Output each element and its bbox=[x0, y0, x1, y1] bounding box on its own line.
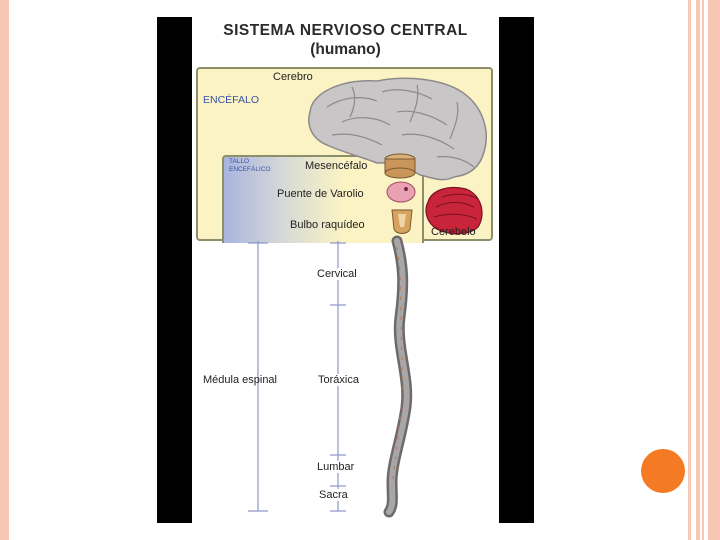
figure-subtitle: (humano) bbox=[310, 41, 381, 58]
cerebelo-label: Cerebelo bbox=[431, 226, 476, 238]
slide-right-border bbox=[688, 0, 720, 540]
figure-left-black-bar bbox=[157, 17, 192, 523]
spinal-cord-illustration bbox=[383, 235, 413, 518]
bulbo-illustration bbox=[391, 209, 413, 234]
bulbo-label: Bulbo raquídeo bbox=[290, 219, 365, 231]
puente-label: Puente de Varolio bbox=[277, 188, 364, 200]
medula-label: Médula espinal bbox=[203, 374, 277, 386]
slide-left-border bbox=[0, 0, 9, 540]
sacra-label: Sacra bbox=[319, 489, 348, 501]
encefalo-label: ENCÉFALO bbox=[203, 94, 260, 106]
anatomy-art bbox=[248, 77, 487, 518]
lumbar-label: Lumbar bbox=[317, 461, 355, 473]
nervous-system-figure: SISTEMA NERVIOSO CENTRAL (humano) bbox=[192, 17, 499, 523]
figure-right-black-bar bbox=[499, 17, 534, 523]
figure-title: SISTEMA NERVIOSO CENTRAL bbox=[223, 22, 468, 39]
mesencefalo-illustration bbox=[384, 153, 416, 179]
toraxica-label: Toráxica bbox=[318, 374, 359, 386]
puente-illustration bbox=[386, 181, 416, 203]
tallo-label-line2: ENCEFÁLICO bbox=[229, 166, 271, 173]
brain-illustration bbox=[308, 77, 487, 181]
medula-bracket bbox=[248, 241, 268, 512]
mesencefalo-label: Mesencéfalo bbox=[305, 160, 368, 172]
cervical-label: Cervical bbox=[317, 268, 357, 280]
tallo-label-line1: TALLO bbox=[229, 158, 250, 165]
slide-bullet-dot bbox=[641, 449, 685, 493]
cerebro-label: Cerebro bbox=[273, 71, 313, 83]
cerebelo-illustration bbox=[425, 186, 483, 235]
